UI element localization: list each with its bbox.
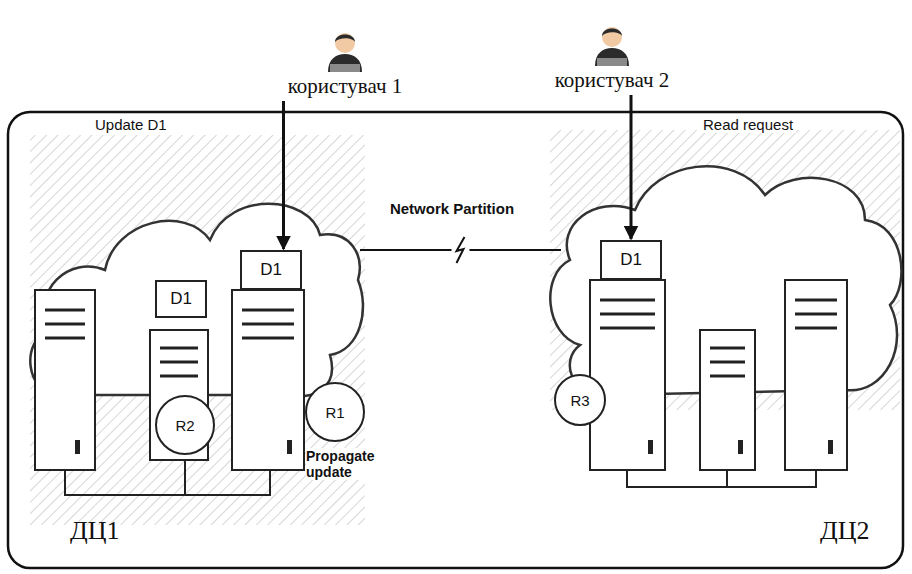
- user-hair: [602, 29, 622, 37]
- user-node: користувач 1: [265, 28, 425, 99]
- user-head: [335, 33, 355, 53]
- node-label: R3: [570, 392, 589, 409]
- user-label: користувач 2: [532, 68, 692, 93]
- data-box: D1: [600, 240, 662, 280]
- replica-circle: R1: [305, 382, 365, 442]
- replica-circle: R2: [155, 395, 215, 455]
- connector-label: Network Partition: [387, 200, 517, 217]
- user-icon: [322, 28, 368, 74]
- datacenter-label: ДЦ2: [820, 516, 870, 546]
- server-rack: [35, 280, 847, 470]
- node-label: D1: [170, 289, 192, 309]
- replica-circle: R3: [554, 374, 606, 426]
- connector-label: Update D1: [92, 116, 170, 133]
- user-body: [328, 54, 362, 72]
- user-body: [595, 48, 629, 66]
- note-label: Propagate update: [306, 448, 402, 480]
- user-node: користувач 2: [532, 22, 692, 93]
- node-label: R1: [325, 404, 344, 421]
- user-head: [602, 27, 622, 47]
- user-hair: [335, 35, 355, 43]
- datacenter-label: ДЦ1: [70, 516, 120, 546]
- connector-label: Read request: [700, 116, 796, 133]
- node-label: R2: [175, 417, 194, 434]
- server-slots: [45, 300, 837, 376]
- request-arrow: [630, 95, 633, 239]
- system-frame: [8, 112, 903, 568]
- partition-link: [360, 237, 561, 263]
- server-led: [75, 440, 833, 454]
- user-laptop: [330, 64, 360, 72]
- user-icon: [589, 22, 635, 68]
- user-label: користувач 1: [265, 74, 425, 99]
- request-arrow: [282, 101, 285, 249]
- node-label: D1: [260, 260, 282, 280]
- data-box: D1: [155, 280, 207, 318]
- data-box: D1: [240, 250, 302, 290]
- user-laptop: [597, 58, 627, 66]
- node-label: D1: [620, 250, 642, 270]
